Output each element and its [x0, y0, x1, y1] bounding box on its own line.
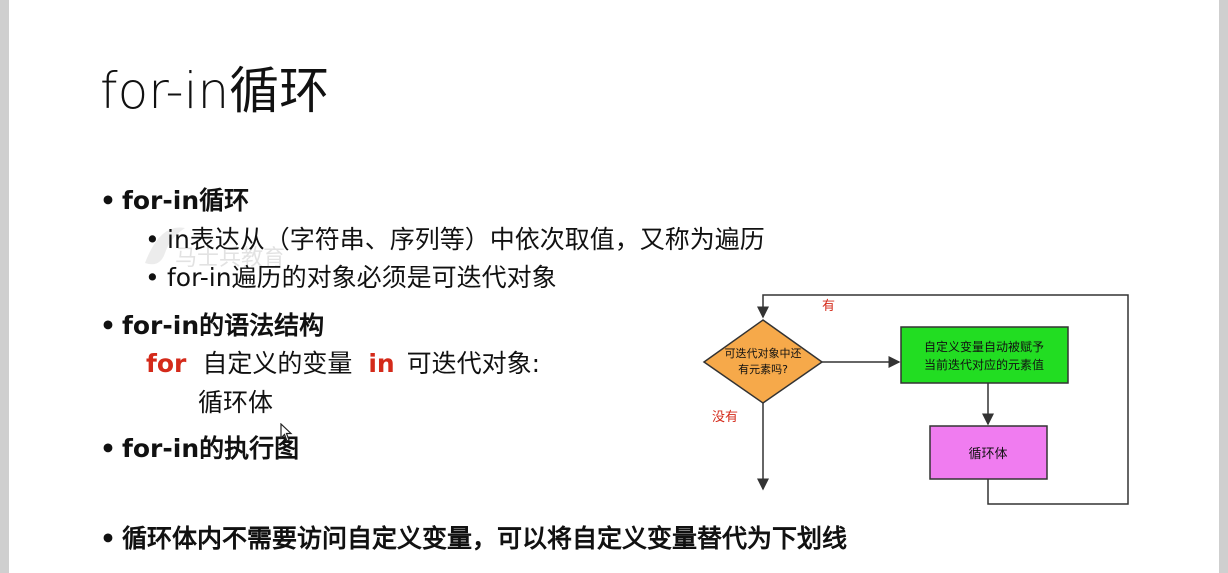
slide-edge-left — [0, 0, 9, 573]
bullet-syntax: •for-in的语法结构 — [100, 313, 324, 338]
bullet-icon: • — [100, 186, 116, 215]
bullet-icon: • — [100, 434, 116, 463]
loop-body-box — [929, 425, 1048, 480]
yes-label: 有 — [822, 299, 835, 314]
loop-body-text: 循环体 — [968, 447, 1007, 462]
bullet-icon: • — [100, 524, 116, 553]
mouse-pointer-icon — [280, 423, 293, 442]
no-label: 没有 — [712, 410, 738, 425]
bullet-underscore-tip: •循环体内不需要访问自定义变量，可以将自定义变量替代为下划线 — [100, 526, 847, 551]
bullet-icon: • — [100, 311, 116, 340]
syntax-variable: 自定义的变量 — [202, 349, 353, 378]
sub-bullet-text: for-in遍历的对象必须是可迭代对象 — [167, 263, 557, 292]
bullet-icon: • — [145, 263, 160, 292]
assign-box — [900, 326, 1069, 384]
bullet-flowchart: •for-in的执行图 — [100, 436, 299, 461]
assign-text-1: 自定义变量自动被赋予 — [924, 339, 1044, 354]
decision-diamond — [702, 319, 824, 404]
assign-text-2: 当前迭代对应的元素值 — [924, 357, 1044, 372]
bullet-label: for-in的语法结构 — [122, 311, 325, 340]
bullet-label: for-in循环 — [122, 186, 250, 215]
slide-edge-right — [1219, 0, 1228, 573]
syntax-iterable: 可迭代对象: — [406, 349, 541, 378]
decision-text-2: 有元素吗? — [738, 362, 788, 376]
slide-title: for-in循环 — [100, 62, 330, 120]
bullet-for-in-loop: •for-in循环 — [100, 188, 249, 213]
sub-bullet-in-expression: •in表达从（字符串、序列等）中依次取值，又称为遍历 — [145, 227, 765, 252]
keyword-for: for — [146, 349, 187, 378]
bullet-icon: • — [145, 225, 160, 254]
loop-back-line — [757, 294, 1129, 505]
sub-bullet-iterable: •for-in遍历的对象必须是可迭代对象 — [145, 265, 557, 290]
syntax-body: 循环体 — [198, 388, 274, 417]
for-in-flowchart: 可迭代对象中还 有元素吗? 自定义变量自动被赋予 当前迭代对应的元素值 循环体 … — [702, 294, 1129, 505]
sub-bullet-text: in表达从（字符串、序列等）中依次取值，又称为遍历 — [167, 225, 765, 254]
decision-text-1: 可迭代对象中还 — [725, 346, 802, 360]
bullet-label: for-in的执行图 — [122, 434, 300, 463]
keyword-in: in — [368, 349, 395, 378]
syntax-line: for 自定义的变量 in 可迭代对象: — [146, 351, 540, 376]
bullet-label: 循环体内不需要访问自定义变量，可以将自定义变量替代为下划线 — [122, 524, 848, 553]
